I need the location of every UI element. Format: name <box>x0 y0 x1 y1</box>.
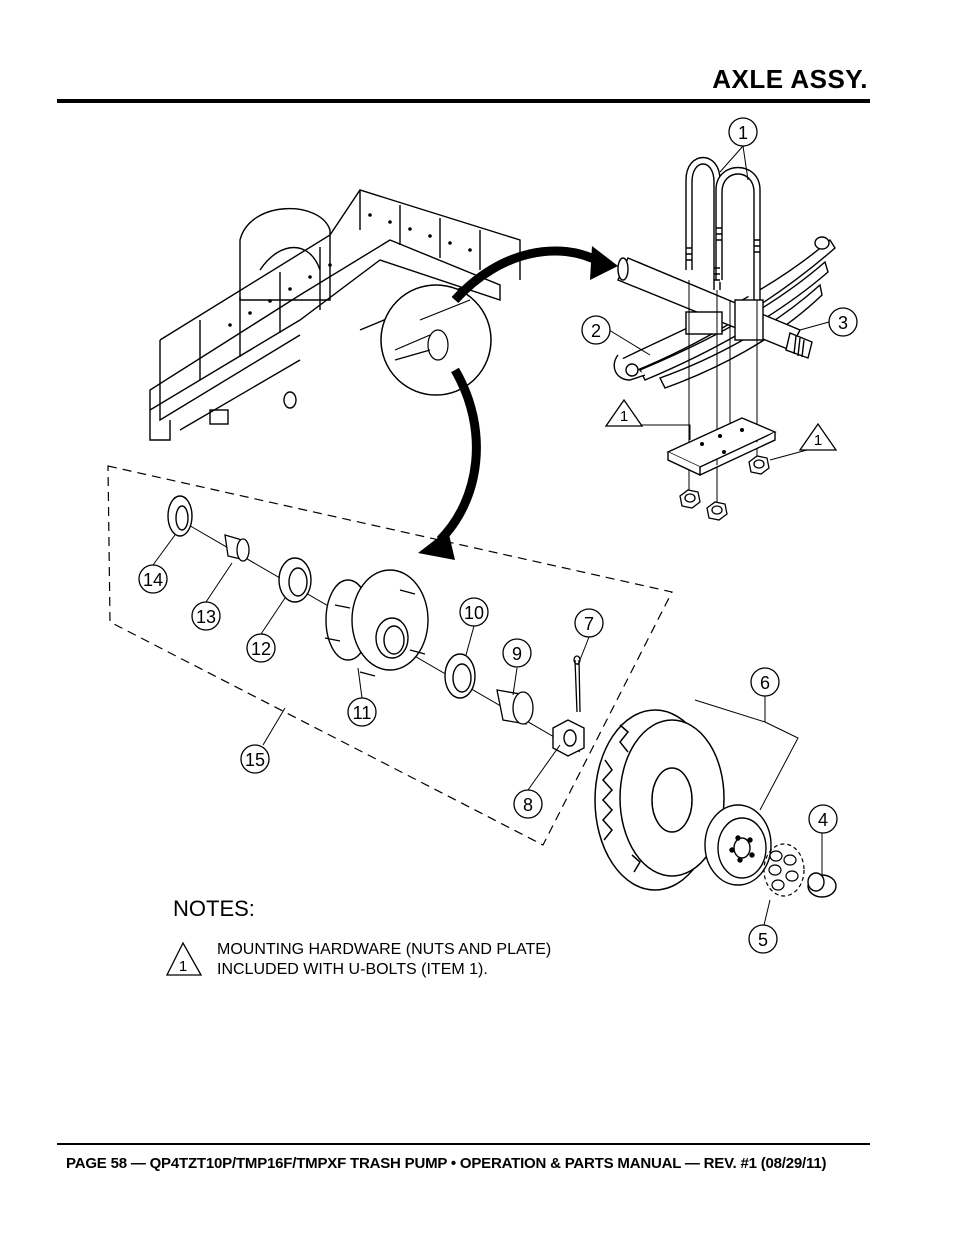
leader-lines <box>152 145 830 926</box>
header-rule <box>57 99 870 103</box>
frame-holes <box>228 213 472 327</box>
leaf-spring <box>613 236 836 389</box>
svg-text:9: 9 <box>512 644 522 664</box>
svg-text:14: 14 <box>143 570 163 590</box>
callout-5: 5 <box>748 924 778 954</box>
svg-text:4: 4 <box>818 810 828 830</box>
note-triangle-marker: 1 <box>165 941 203 976</box>
lug-nuts <box>763 843 805 897</box>
callout-12: 12 <box>246 633 276 663</box>
svg-text:11: 11 <box>353 703 372 723</box>
castle-nut <box>552 719 585 757</box>
svg-text:1: 1 <box>814 432 822 449</box>
hub-cap <box>807 872 837 898</box>
callout-8: 8 <box>513 789 543 819</box>
callout-4: 4 <box>808 804 838 834</box>
page-title: AXLE ASSY. <box>712 64 868 94</box>
note-triangle-nut: 1 <box>798 422 838 451</box>
arrow-to-spring-detail <box>451 246 603 304</box>
callout-2: 2 <box>581 315 611 345</box>
mounting-plate-holes <box>700 428 744 454</box>
inner-bearing-cup <box>278 557 312 603</box>
callout-1: 1 <box>728 117 758 147</box>
footer-rule <box>57 1143 870 1145</box>
hub-assembly-dashed-outline <box>107 465 673 846</box>
notes-title: NOTES: <box>173 896 255 921</box>
inner-bearing-cone <box>224 534 250 562</box>
svg-text:5: 5 <box>758 930 768 950</box>
arrow-head-spring <box>590 246 618 280</box>
note-1-line-1: MOUNTING HARDWARE (NUTS AND PLATE) <box>217 941 552 958</box>
magnified-hub <box>394 299 471 361</box>
svg-text:1: 1 <box>620 408 628 425</box>
u-bolts <box>685 156 764 341</box>
svg-text:15: 15 <box>245 750 265 770</box>
callout-9: 9 <box>502 638 532 668</box>
svg-text:8: 8 <box>523 795 533 815</box>
svg-text:12: 12 <box>251 639 271 659</box>
svg-text:7: 7 <box>584 614 594 634</box>
tire <box>594 709 725 891</box>
note-1-line-2: INCLUDED WITH U-BOLTS (ITEM 1). <box>217 961 488 978</box>
hub <box>324 569 429 677</box>
wheel-rim <box>704 804 772 886</box>
outer-bearing-cone <box>496 689 534 725</box>
note-1-text: MOUNTING HARDWARE (NUTS AND PLATE) INCLU… <box>217 940 551 980</box>
callouts: 1 2 3 4 5 6 7 8 9 10 11 12 13 14 15 <box>138 117 858 954</box>
callout-6: 6 <box>750 667 780 697</box>
svg-text:1: 1 <box>738 123 748 143</box>
callout-13: 13 <box>191 601 221 631</box>
note-triangle-plate: 1 <box>604 398 644 427</box>
svg-text:6: 6 <box>760 673 770 693</box>
callout-3: 3 <box>828 307 858 337</box>
outer-bearing-cup <box>444 653 476 699</box>
callout-11: 11 <box>347 697 377 727</box>
svg-text:13: 13 <box>196 607 216 627</box>
mounting-plate <box>666 417 777 477</box>
callout-10: 10 <box>459 597 489 627</box>
hex-nuts <box>679 455 770 521</box>
detail-magnifier-circle <box>380 284 492 396</box>
cotter-pin <box>573 655 581 713</box>
callout-7: 7 <box>574 608 604 638</box>
svg-text:10: 10 <box>464 603 484 623</box>
arrow-head-hub <box>418 530 455 560</box>
arrow-to-hub-detail <box>436 367 481 544</box>
page-footer: PAGE 58 — QP4TZT10P/TMP16F/TMPXF TRASH P… <box>66 1155 827 1172</box>
svg-text:2: 2 <box>591 321 601 341</box>
svg-text:1: 1 <box>179 958 187 975</box>
callout-15: 15 <box>240 744 270 774</box>
grease-seal <box>167 495 193 537</box>
svg-text:3: 3 <box>838 313 848 333</box>
callout-14: 14 <box>138 564 168 594</box>
